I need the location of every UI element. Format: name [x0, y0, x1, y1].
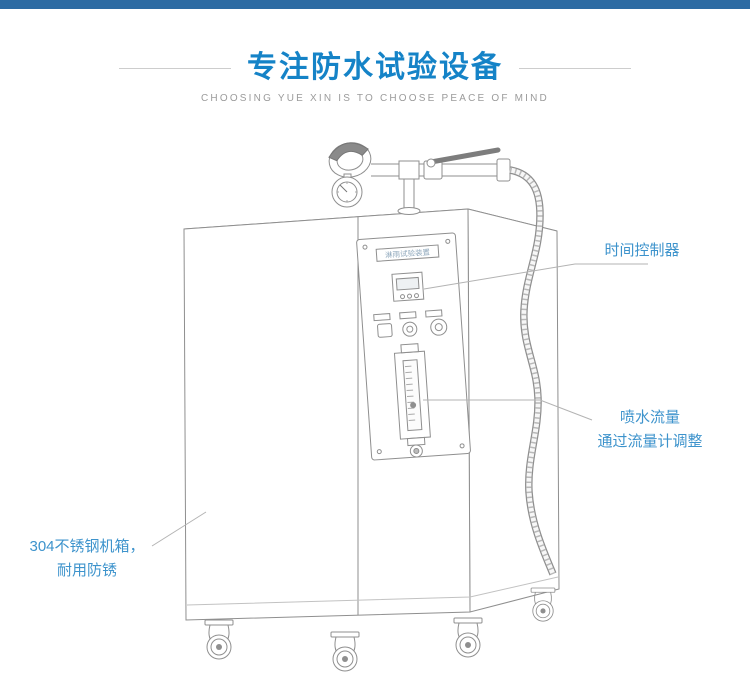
callout-flow-text-line2: 通过流量计调整	[597, 433, 703, 450]
callout-lines	[151, 263, 648, 547]
title-line-left	[119, 67, 231, 69]
callout-line-cabinet	[151, 511, 207, 547]
page-title: 专注防水试验设备	[247, 51, 503, 84]
callout-cabinet-text-line2: 耐用防锈	[56, 562, 117, 579]
control-panel: 淋雨试验装置	[356, 232, 471, 461]
panel-nameplate-text: 淋雨试验装置	[385, 247, 431, 260]
callout-flow-text-line1: 喷水流量	[619, 409, 680, 426]
pressure-gauge	[331, 176, 363, 208]
callout-timer-text: 时间控制器	[604, 242, 680, 259]
header: 专注防水试验设备 CHOOSING YUE XIN IS TO CHOOSE P…	[0, 9, 750, 104]
callout-flow-label: 喷水流量 通过流量计调整	[588, 406, 712, 454]
top-accent-bar	[0, 0, 750, 9]
callout-cabinet-text-line1: 304不锈钢机箱，	[29, 538, 145, 555]
callout-cabinet-label: 304不锈钢机箱， 耐用防锈	[18, 535, 156, 583]
caster-front-left	[204, 619, 234, 660]
callout-line-timer	[423, 263, 648, 290]
flow-meter	[393, 343, 431, 458]
timer-display	[391, 271, 425, 302]
spray-head	[328, 142, 372, 178]
panel-nameplate: 淋雨试验装置	[375, 244, 440, 262]
hose	[509, 166, 557, 576]
page-subtitle: CHOOSING YUE XIN IS TO CHOOSE PEACE OF M…	[201, 93, 549, 104]
valve-lever	[428, 147, 501, 165]
callout-line-flow	[423, 399, 593, 421]
spray-assembly	[328, 142, 511, 215]
control-knobs	[373, 309, 448, 338]
caster-front-center	[330, 631, 360, 672]
title-line-right	[519, 67, 631, 69]
callout-timer-label: 时间控制器	[594, 239, 690, 263]
caster-front-right	[453, 617, 483, 658]
header-title-row: 专注防水试验设备	[0, 53, 750, 83]
